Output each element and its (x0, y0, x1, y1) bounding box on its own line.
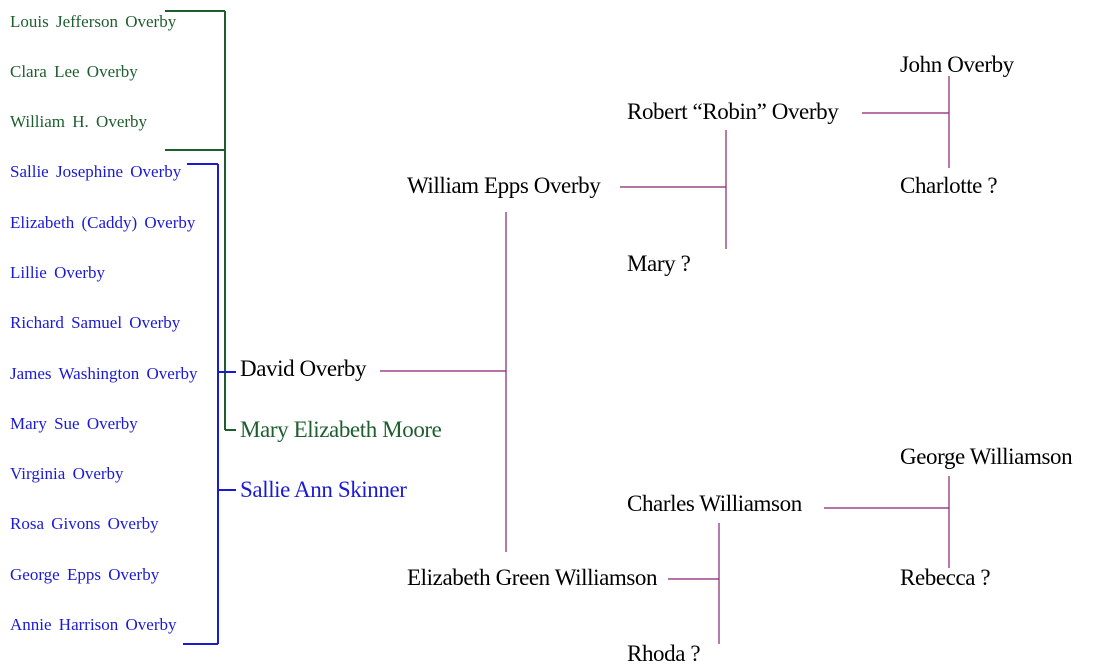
child-rosa-givons: Rosa Givons Overby (10, 514, 159, 533)
child-william-h: William H. Overby (10, 112, 148, 131)
child-sallie-josephine: Sallie Josephine Overby (10, 162, 182, 181)
mother-elizabeth-green-williamson: Elizabeth Green Williamson (407, 565, 658, 590)
first-marriage-bracket (165, 10, 236, 431)
grandmother-rhoda: Rhoda ? (627, 641, 701, 666)
father-william-epps-overby: William Epps Overby (407, 173, 601, 198)
spouse-sallie-ann-skinner: Sallie Ann Skinner (240, 477, 407, 502)
child-annie-harrison: Annie Harrison Overby (10, 615, 177, 634)
child-richard-samuel: Richard Samuel Overby (10, 313, 181, 332)
great-grandfather-george-williamson: George Williamson (900, 444, 1073, 469)
child-louis-jefferson: Louis Jefferson Overby (10, 12, 177, 31)
great-grandmother-charlotte: Charlotte ? (900, 173, 998, 198)
ancestor-connectors (380, 76, 950, 644)
child-lillie: Lillie Overby (10, 263, 106, 282)
spouse-mary-elizabeth-moore: Mary Elizabeth Moore (240, 417, 442, 442)
child-george-epps: George Epps Overby (10, 565, 160, 584)
great-grandmother-rebecca: Rebecca ? (900, 565, 991, 590)
grandfather-robert-robin-overby: Robert “Robin” Overby (627, 99, 839, 124)
subject-david-overby: David Overby (240, 356, 367, 381)
grandmother-mary: Mary ? (627, 251, 691, 276)
great-grandfather-john-overby: John Overby (900, 52, 1014, 77)
child-james-washington: James Washington Overby (10, 364, 198, 383)
child-virginia: Virginia Overby (10, 464, 124, 483)
child-mary-sue: Mary Sue Overby (10, 414, 138, 433)
second-marriage-bracket (183, 163, 236, 645)
child-elizabeth-caddy: Elizabeth (Caddy) Overby (10, 213, 196, 232)
grandfather-charles-williamson: Charles Williamson (627, 491, 802, 516)
child-clara-lee: Clara Lee Overby (10, 62, 138, 81)
